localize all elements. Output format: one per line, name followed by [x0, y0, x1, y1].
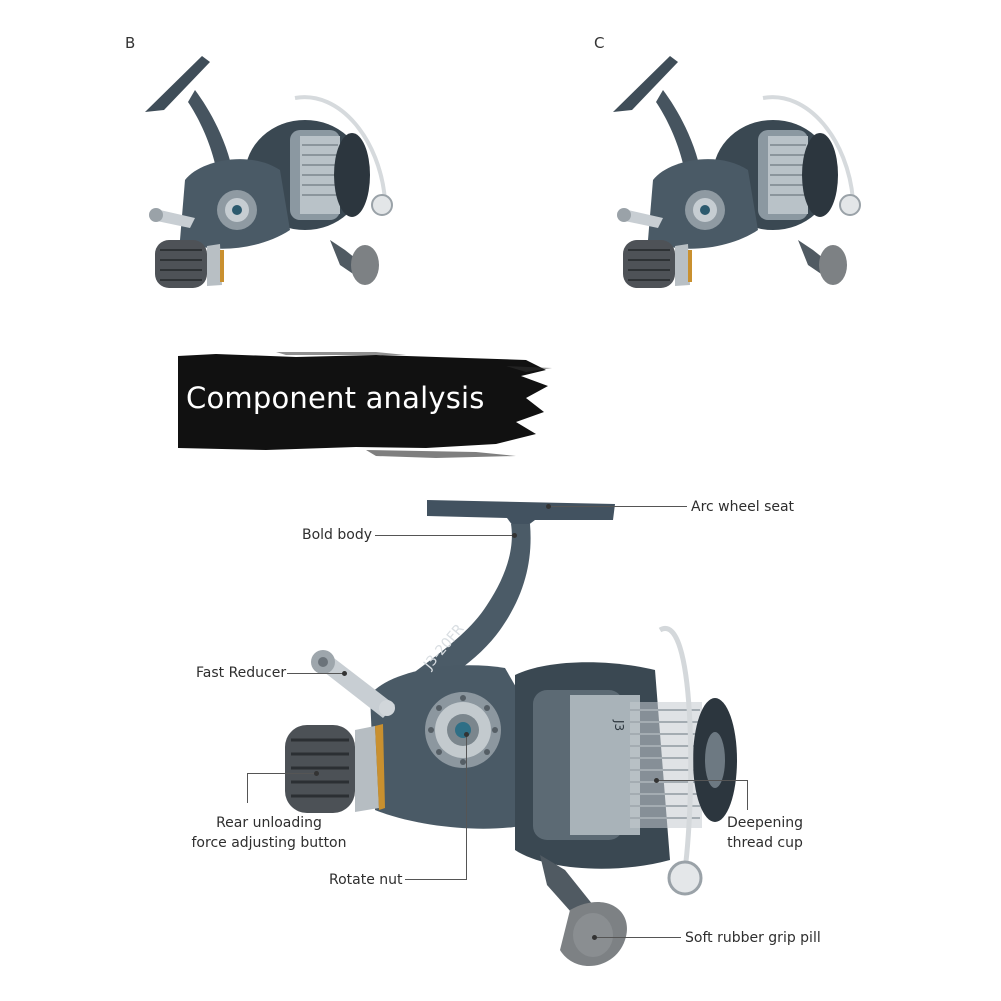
- callout-rear-unloading-line2: force adjusting button: [191, 835, 347, 851]
- bold-body-leader: [375, 535, 513, 536]
- rotate-nut-marker: [464, 732, 469, 737]
- rear-unloading-leader-h: [247, 773, 317, 774]
- rotate-nut-leader-v: [466, 737, 467, 880]
- callout-deepening-line2: thread cup: [727, 835, 803, 851]
- rotate-nut-leader-h: [405, 879, 467, 880]
- soft-rubber-grip-marker: [592, 935, 597, 940]
- section-title: Component analysis: [186, 381, 485, 415]
- fast-reducer-marker: [342, 671, 347, 676]
- callout-bold-body: Bold body: [302, 527, 373, 543]
- fast-reducer-leader: [287, 673, 343, 674]
- bold-body-marker: [512, 533, 517, 538]
- variant-label-b: B: [125, 34, 136, 52]
- reel-thumbnail-b: [140, 50, 400, 300]
- arc-wheel-seat-leader: [551, 506, 687, 507]
- callout-rear-unloading-line1: Rear unloading: [216, 815, 322, 831]
- reel-main-image: J3-20FR J3: [275, 490, 745, 980]
- deepening-leader-h: [659, 780, 747, 781]
- rear-unloading-leader-v: [247, 773, 248, 803]
- callout-rotate-nut: Rotate nut: [329, 872, 403, 888]
- callout-soft-rubber-grip: Soft rubber grip pill: [685, 930, 821, 946]
- variant-label-c: C: [594, 34, 605, 52]
- callout-deepening-line1: Deepening: [726, 815, 804, 831]
- section-header-brush: [176, 352, 552, 464]
- callout-arc-wheel-seat: Arc wheel seat: [691, 499, 795, 515]
- deepening-leader-v: [747, 780, 748, 810]
- deepening-marker: [654, 778, 659, 783]
- spool-label: J3: [612, 719, 626, 731]
- soft-rubber-grip-leader: [597, 937, 681, 938]
- arc-wheel-seat-marker: [546, 504, 551, 509]
- reel-thumbnail-c: [608, 50, 868, 300]
- rear-unloading-marker: [314, 771, 319, 776]
- callout-fast-reducer: Fast Reducer: [196, 665, 287, 681]
